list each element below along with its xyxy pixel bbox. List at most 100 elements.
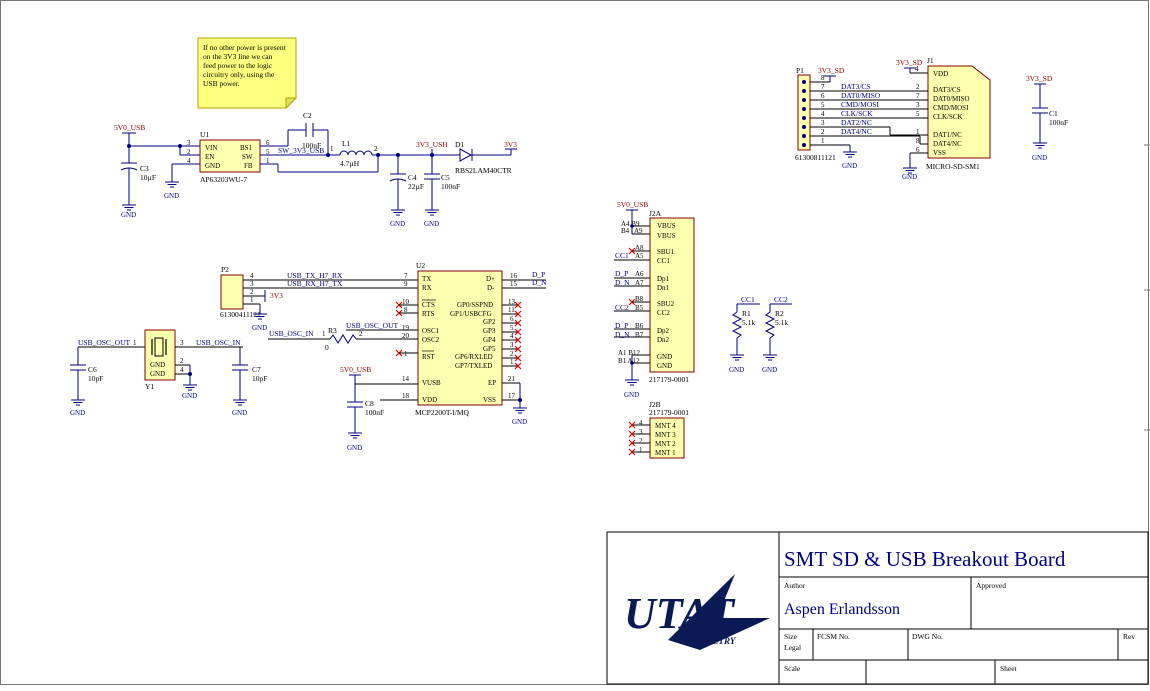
j1-body [927, 65, 991, 159]
pin-number: A9 [634, 227, 643, 235]
gnd-symbol [183, 384, 197, 391]
l1-value: 4.7µH [340, 159, 360, 168]
dp-net: D_P [615, 269, 628, 278]
pin-name: VDD [933, 70, 948, 78]
cc2-net: CC2 [774, 295, 788, 304]
c4-designator: C4 [408, 173, 417, 182]
pin-name: SBU2 [657, 300, 675, 308]
net-3v3-label: 3V3 [504, 140, 517, 149]
gnd-label: GND [164, 192, 179, 200]
pin-number: 7 [916, 92, 920, 100]
pin-number: 1 [404, 350, 408, 358]
net-rx-label: USB_RX_H7_TX [287, 279, 343, 288]
c7-value: 10pF [252, 374, 267, 383]
pin-number: 6 [266, 139, 270, 147]
sd-net-label: CMD/MOSI [841, 100, 879, 109]
gnd-symbol [391, 209, 405, 216]
pin-number: 5 [510, 324, 514, 332]
pin-name: CC2 [657, 309, 670, 317]
net-5v0-usb-label: 5V0_USB [340, 365, 371, 374]
c1-designator: C1 [1049, 109, 1058, 118]
gnd-label: GND [902, 173, 917, 181]
pin-name: DAT0/MISO [933, 95, 970, 103]
pin-number: 6 [916, 146, 920, 154]
pin-name: RST [422, 353, 436, 361]
p1-top-net: 3V3_SD [818, 66, 845, 75]
u1-body [199, 139, 261, 173]
gnd-symbol [625, 379, 639, 386]
size-value: Legal [784, 643, 801, 652]
pin-number: 7 [404, 272, 408, 280]
logo-subtitle: ROCKETRY [687, 636, 737, 646]
pin-name: GP0/SSPND [457, 301, 493, 309]
j2b-designator: J2B [649, 400, 661, 409]
author-name: Aspen Erlandsson [784, 601, 900, 618]
pin-number: 2 [374, 145, 378, 153]
j2b-part: 217179-0001 [649, 408, 689, 417]
net-osc-in-label: USB_OSC_IN [269, 329, 314, 338]
rev-label: Rev [1123, 632, 1135, 641]
gnd-label: GND [842, 162, 857, 170]
dp-net: D_P [615, 321, 628, 330]
note-line: If no other power is present [203, 43, 287, 52]
net-sw-label: SW_3V3_USB [278, 146, 324, 155]
pin-name: GP5 [483, 345, 496, 353]
pin-name: D- [487, 284, 495, 292]
p2-body [220, 274, 244, 310]
pin-number: 4 [250, 272, 254, 280]
pin-name: GP1/USBCFG [450, 310, 492, 318]
gnd-label: GND [1032, 154, 1047, 162]
j1-supply-net: 3V3_SD [896, 58, 923, 67]
c8-designator: C8 [365, 399, 374, 408]
pin-name: RX [422, 284, 432, 292]
pin-number: 4 [915, 65, 919, 73]
regulator-section: 5V0_USB C3 10µF GND GND U1 3 2 4 VIN EN … [114, 111, 517, 228]
pin-name: GP4 [483, 336, 496, 344]
pin-name: OSC1 [422, 327, 440, 335]
pin-name: CMD/MOSI [933, 104, 969, 112]
y1-gnd-label: GND [150, 370, 165, 378]
pin-number: 4 [180, 366, 184, 374]
pin-number: 3 [510, 341, 514, 349]
gnd-symbol [730, 354, 744, 361]
gnd-symbol [348, 432, 362, 439]
pin-number: 8 [404, 306, 408, 314]
title-block: SMT SD & USB Breakout Board Author Aspen… [606, 531, 1149, 685]
pin-number: A4 B9 [621, 220, 640, 228]
gnd-label: GND [624, 391, 639, 399]
pin-number: 5 [266, 148, 270, 156]
pin-name: GP2 [483, 318, 496, 326]
pin-number: 3 [639, 428, 643, 436]
pin-number: 5 [916, 110, 920, 118]
sd-section: P1 61300811121 3V3_SD 8 7 6 5 4 3 2 1 DA… [795, 56, 1068, 181]
note-line: on the 3V3 line we can [203, 52, 273, 61]
pin-number: 3 [187, 139, 191, 147]
note-line: circuitry only, using the [203, 70, 275, 79]
pin-number: 2 [187, 148, 191, 156]
pin-name: GP6/RXLED [455, 353, 493, 361]
sd-net-label: DAT2/NC [841, 118, 872, 127]
pin-number: 2 [250, 288, 254, 296]
pin-name: OSC2 [422, 336, 440, 344]
pin-number: B5 [635, 304, 644, 312]
gnd-label: GND [232, 409, 247, 417]
u1-part: AP63203WU-7 [200, 175, 247, 184]
gnd-symbol [165, 181, 179, 188]
pin-number: B1 A12 [618, 357, 640, 365]
gnd-label: GND [70, 409, 85, 417]
p1-body [797, 74, 811, 151]
sheet-label: Sheet [1000, 664, 1018, 673]
pin-name: DAT3/CS [933, 86, 961, 94]
pin-number: 1 [510, 358, 514, 366]
pin-number: 5 [821, 101, 825, 109]
approved-label: Approved [976, 581, 1006, 590]
logo-wordmark: UTAT [624, 589, 736, 638]
pin-name: SW [242, 153, 253, 161]
pin-name: CLK/SCK [933, 113, 963, 121]
pin-name: DAT4/NC [933, 140, 962, 148]
pin-number: 1 [322, 330, 326, 338]
cc1-net: CC1 [741, 295, 755, 304]
pin-name: FB [244, 162, 253, 170]
sd-net-label: DAT4/NC [841, 127, 872, 136]
